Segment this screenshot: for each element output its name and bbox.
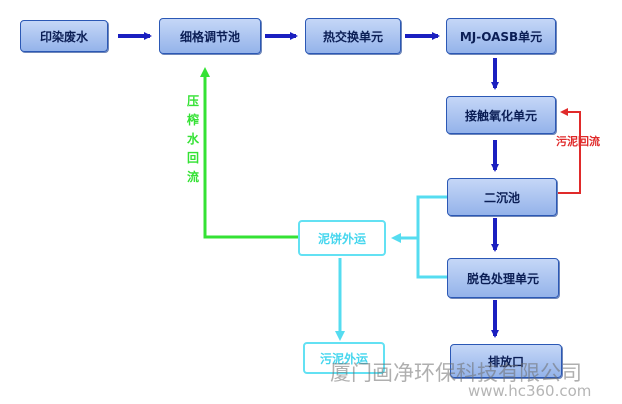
company-watermark: 厦门画净环保科技有限公司 <box>330 361 582 385</box>
press-water-char: 水 <box>187 132 200 146</box>
press-water-char: 回 <box>187 151 200 165</box>
node-contact-oxidation: 接触氧化单元 <box>446 96 556 134</box>
press-water-return-line <box>200 67 298 239</box>
node-secondary-clarifier: 二沉池 <box>447 178 557 216</box>
node-decolor-unit-label: 脱色处理单元 <box>466 271 539 286</box>
node-regulating-tank: 细格调节池 <box>159 18 261 54</box>
node-sludge-transport-label: 污泥外运 <box>319 351 368 366</box>
node-heat-exchange-label: 热交换单元 <box>322 29 383 44</box>
sludge-return-label: 污泥回流 <box>556 135 600 148</box>
node-secondary-clarifier-label: 二沉池 <box>483 190 520 205</box>
sludge-to-cake-line <box>416 195 447 279</box>
node-discharge-label: 排放口 <box>487 354 524 369</box>
site-watermark: www.hc360.com <box>468 382 592 400</box>
node-decolor-unit: 脱色处理单元 <box>447 258 559 298</box>
node-mj-oasb-label: MJ-OASB单元 <box>459 29 543 44</box>
press-water-char: 榨 <box>187 113 200 127</box>
press-water-return-label: 压 榨 水 回 流 <box>187 92 199 187</box>
node-heat-exchange: 热交换单元 <box>305 18 401 54</box>
node-dyeing-wastewater-label: 印染废水 <box>39 29 88 44</box>
press-water-char: 压 <box>187 94 200 108</box>
sludge-return-line <box>557 108 581 194</box>
node-contact-oxidation-label: 接触氧化单元 <box>464 108 537 123</box>
node-cake-transport-label: 泥饼外运 <box>317 231 366 246</box>
node-regulating-tank-label: 细格调节池 <box>179 29 240 44</box>
node-mj-oasb: MJ-OASB单元 <box>446 18 556 54</box>
node-dyeing-wastewater: 印染废水 <box>20 20 108 52</box>
node-sludge-transport: 污泥外运 <box>303 342 385 374</box>
node-discharge: 排放口 <box>450 344 562 378</box>
node-cake-transport: 泥饼外运 <box>298 220 386 256</box>
press-water-char: 流 <box>187 170 200 184</box>
